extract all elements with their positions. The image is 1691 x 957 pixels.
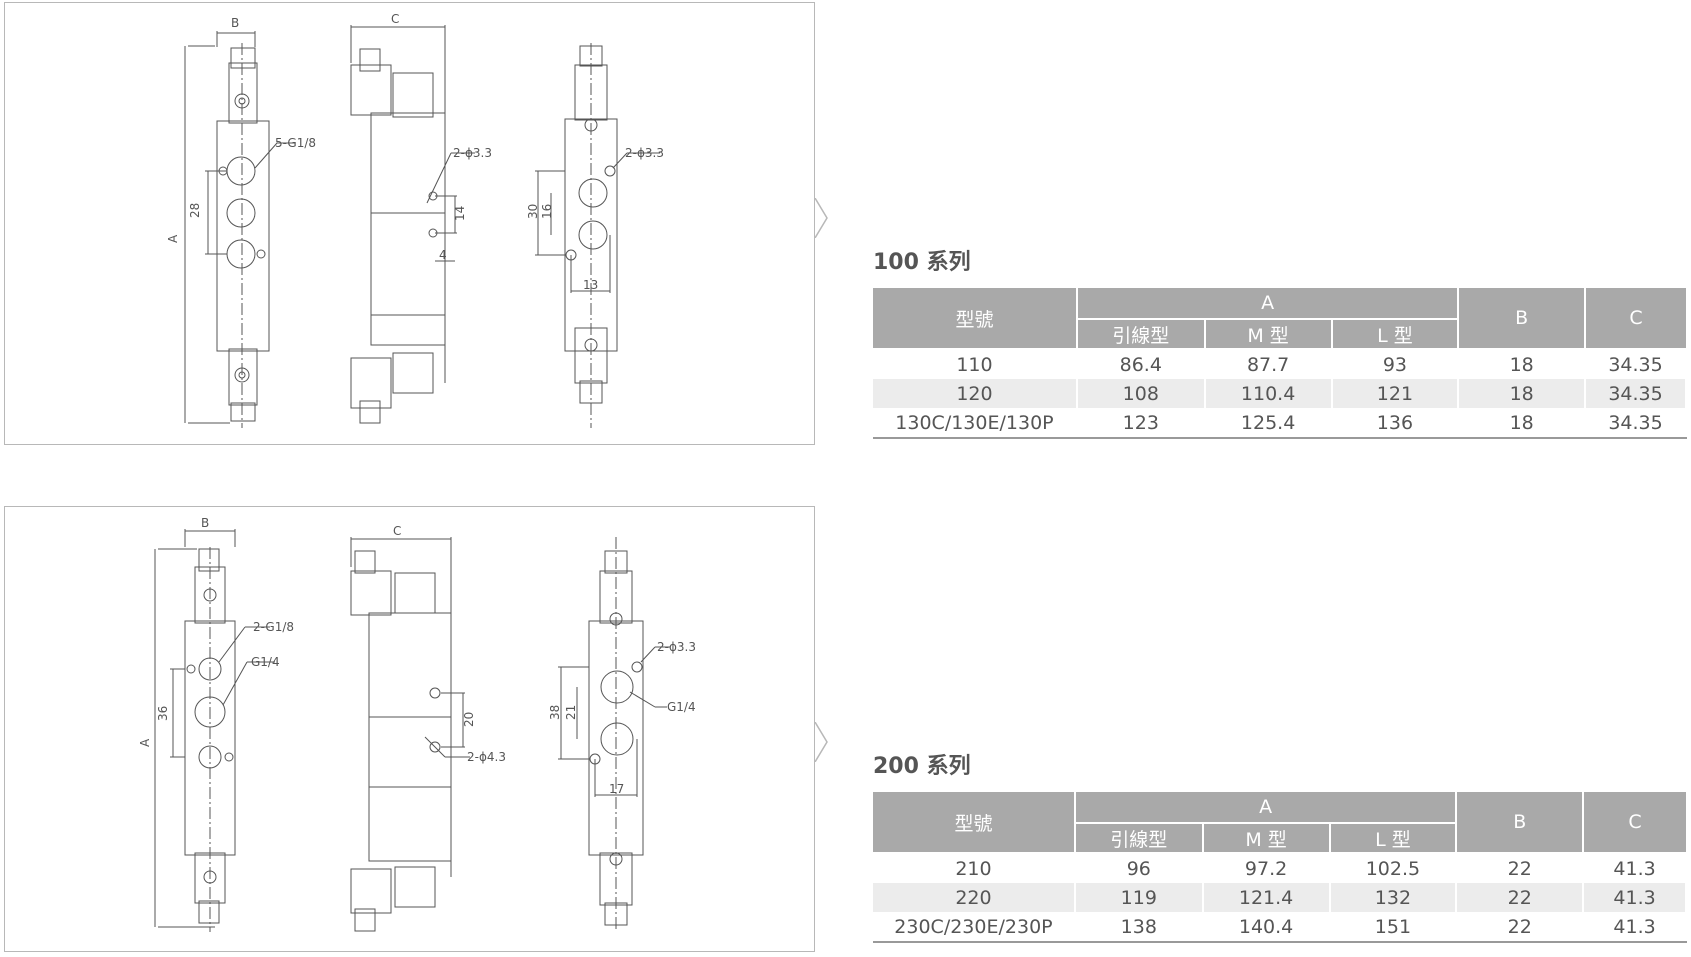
label-d17: 17 [609,782,624,796]
header-c: C [1583,792,1686,854]
series-200-table: 型號 A B C 引線型 M 型 L 型 210 96 97.2 102.5 2… [873,792,1687,943]
front-view-200 [154,529,275,932]
table-row: 110 86.4 87.7 93 18 34.35 [873,349,1687,379]
label-b: B [231,16,239,30]
cell-a-m: 125.4 [1204,408,1333,439]
cell-model: 110 [873,349,1078,379]
cell-a-lead: 123 [1076,408,1206,439]
side-view-100 [350,25,475,424]
label-d16: 16 [540,204,554,219]
series-100-table: 型號 A B C 引線型 M 型 L 型 110 86.4 87.7 93 18… [873,288,1687,439]
cell-c: 34.35 [1585,379,1687,408]
cell-c: 34.35 [1585,408,1687,439]
header-b: B [1456,792,1585,854]
label-d36: 36 [156,706,170,721]
cell-a-l: 136 [1331,408,1460,439]
label-d14: 14 [453,206,467,221]
cell-model: 220 [873,883,1076,912]
panel-notch-1 [815,198,828,238]
header-a: A [1076,288,1460,320]
cell-b: 18 [1458,349,1587,379]
header-a-l: L 型 [1329,823,1458,854]
label-hole-end: 2-ϕ3.3 [625,146,664,160]
header-b: B [1458,288,1587,350]
cell-a-lead: 138 [1074,912,1204,943]
label-hole-side: 2-ϕ3.3 [453,146,492,160]
drawing-panel-100: B C A 5-G1/8 28 2-ϕ3.3 14 4 2-ϕ3.3 30 16… [4,2,815,445]
series-100-title: 100 系列 [873,250,971,275]
series-100-section: 100 系列 型號 A B C 引線型 M 型 L 型 110 86.4 87.… [873,248,1691,439]
label-c: C [393,524,401,538]
table-row: 120 108 110.4 121 18 34.35 [873,379,1687,408]
header-model: 型號 [873,288,1078,350]
label-a: A [138,738,152,747]
label-d38: 38 [548,705,562,720]
label-port: 5-G1/8 [275,136,316,150]
cell-a-m: 97.2 [1202,853,1331,883]
cell-a-m: 121.4 [1202,883,1331,912]
label-port-end: G1/4 [667,700,696,714]
cell-a-lead: 96 [1074,853,1204,883]
technical-drawing-100: B C A 5-G1/8 28 2-ϕ3.3 14 4 2-ϕ3.3 30 16… [166,12,664,428]
table-row: 220 119 121.4 132 22 41.3 [873,883,1687,912]
header-a-lead: 引線型 [1076,319,1206,350]
label-d4: 4 [439,248,447,262]
panel-notch-2 [815,722,828,762]
table-row: 230C/230E/230P 138 140.4 151 22 41.3 [873,912,1687,943]
cell-b: 22 [1456,912,1585,943]
cell-a-m: 140.4 [1202,912,1331,943]
header-a-m: M 型 [1204,319,1333,350]
cell-a-l: 93 [1331,349,1460,379]
table-row: 210 96 97.2 102.5 22 41.3 [873,853,1687,883]
cell-a-l: 151 [1329,912,1458,943]
cell-a-l: 132 [1329,883,1458,912]
header-a-l: L 型 [1331,319,1460,350]
label-port1: 2-G1/8 [253,620,294,634]
cell-a-l: 121 [1331,379,1460,408]
label-d28: 28 [188,203,202,218]
label-d30: 30 [526,204,540,219]
cell-c: 41.3 [1583,853,1687,883]
side-view-200 [350,537,470,932]
cell-a-m: 110.4 [1204,379,1333,408]
cell-a-lead: 86.4 [1076,349,1206,379]
front-view-100 [184,31,295,428]
cell-a-lead: 108 [1076,379,1206,408]
label-hole-side: 2-ϕ4.3 [467,750,506,764]
cell-b: 18 [1458,408,1587,439]
cell-a-m: 87.7 [1204,349,1333,379]
series-200-section: 200 系列 型號 A B C 引線型 M 型 L 型 210 96 97.2 … [873,752,1691,943]
series-200-title: 200 系列 [873,754,971,779]
header-a-m: M 型 [1202,823,1331,854]
cell-b: 22 [1456,883,1585,912]
cell-c: 41.3 [1583,883,1687,912]
cell-a-lead: 119 [1074,883,1204,912]
label-d13: 13 [583,278,598,292]
end-view-100 [535,43,660,428]
cell-b: 22 [1456,853,1585,883]
table-row: 130C/130E/130P 123 125.4 136 18 34.35 [873,408,1687,439]
cell-model: 210 [873,853,1076,883]
label-d20: 20 [462,712,476,727]
cell-c: 34.35 [1585,349,1687,379]
label-b: B [201,516,209,530]
cell-c: 41.3 [1583,912,1687,943]
label-hole-end: 2-ϕ3.3 [657,640,696,654]
header-a-lead: 引線型 [1074,823,1204,854]
cell-b: 18 [1458,379,1587,408]
header-c: C [1585,288,1686,350]
cell-a-l: 102.5 [1329,853,1458,883]
header-a: A [1074,792,1458,824]
cell-model: 230C/230E/230P [873,912,1076,943]
cell-model: 130C/130E/130P [873,408,1078,439]
label-d21: 21 [564,705,578,720]
label-a: A [166,234,180,243]
label-c: C [391,12,399,26]
technical-drawing-200: B C A 2-G1/8 G1/4 36 20 2-ϕ4.3 2-ϕ3.3 G1… [138,516,696,932]
label-port2: G1/4 [251,655,280,669]
end-view-200 [558,537,670,932]
cell-model: 120 [873,379,1078,408]
header-model: 型號 [873,792,1076,854]
drawing-panel-200: B C A 2-G1/8 G1/4 36 20 2-ϕ4.3 2-ϕ3.3 G1… [4,506,815,952]
